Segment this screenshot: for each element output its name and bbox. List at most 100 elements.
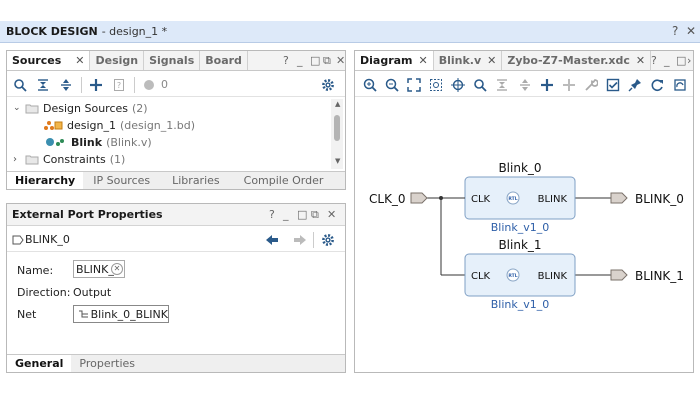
- float-icon[interactable]: ⧉: [323, 54, 331, 67]
- diagram-tab-row: Diagram ✕ Blink.v ✕ Zybo-Z7-Master.xdc ✕…: [355, 51, 693, 71]
- net-label: Net: [17, 308, 37, 321]
- scrollbar-thumb[interactable]: [334, 115, 340, 141]
- help-icon[interactable]: ?: [269, 208, 275, 221]
- tree-scrollbar[interactable]: ▲ ▼: [331, 99, 343, 169]
- input-port[interactable]: [410, 192, 428, 204]
- zoom-out-icon[interactable]: [383, 76, 400, 94]
- gear-icon[interactable]: [319, 76, 337, 94]
- expand-all-icon[interactable]: [57, 76, 75, 94]
- status-dot-icon: [140, 76, 158, 94]
- close-panel-icon[interactable]: ✕: [336, 54, 346, 67]
- minimize-icon[interactable]: _: [297, 54, 303, 67]
- zoom-in-icon[interactable]: [361, 76, 378, 94]
- block-type-name: Blink_v1_0: [491, 221, 550, 234]
- tree-item-constraints[interactable]: › Constraints (1): [13, 151, 125, 166]
- port-header-row: BLINK_0: [7, 228, 345, 252]
- name-label: Name:: [17, 264, 54, 277]
- properties-icon[interactable]: ?: [110, 76, 128, 94]
- help-icon[interactable]: ?: [651, 54, 657, 67]
- wrench-icon[interactable]: [582, 76, 599, 94]
- tab-signals-label: Signals: [149, 54, 195, 67]
- validate-design-icon[interactable]: [605, 76, 622, 94]
- tab-diagram-label: Diagram: [360, 54, 413, 67]
- add-ip-icon[interactable]: [538, 76, 555, 94]
- close-panel-icon[interactable]: ✕: [327, 208, 337, 221]
- gear-icon[interactable]: [321, 233, 335, 247]
- add-sources-icon[interactable]: [87, 76, 105, 94]
- name-field[interactable]: BLINK_0 ✕: [73, 260, 125, 278]
- close-icon[interactable]: ✕: [686, 24, 697, 38]
- tree-item-blink[interactable]: Blink (Blink.v): [45, 134, 152, 150]
- output-port-icon: [12, 235, 24, 245]
- minimize-icon[interactable]: _: [664, 54, 670, 67]
- tab-board-label: Board: [205, 54, 242, 67]
- expand-all-icon[interactable]: [516, 76, 533, 94]
- sources-panel: Sources ✕ Design Signals Board ? _ □ ⧉ ✕…: [6, 50, 346, 190]
- maximize-icon[interactable]: □: [297, 208, 308, 221]
- tab-hierarchy[interactable]: Hierarchy: [7, 172, 84, 189]
- forward-arrow-icon[interactable]: [293, 234, 307, 246]
- tab-design[interactable]: Design: [90, 51, 145, 70]
- tab-zybo-xdc[interactable]: Zybo-Z7-Master.xdc ✕: [502, 51, 652, 70]
- minimize-icon[interactable]: _: [283, 208, 289, 221]
- net-value: Blink_0_BLINK: [90, 307, 168, 321]
- search-icon[interactable]: [472, 76, 489, 94]
- crosshair-icon[interactable]: [450, 76, 467, 94]
- net-link[interactable]: Blink_0_BLINK: [73, 305, 169, 323]
- help-icon[interactable]: ?: [672, 24, 679, 38]
- output-port[interactable]: [610, 192, 628, 204]
- tree-item-design-sources[interactable]: ⌄ Design Sources (2): [13, 100, 148, 116]
- rtl-logo-text: RTL: [508, 196, 517, 202]
- block-diagram-canvas[interactable]: CLK_0 Blink_0 CLK BLINK RTL Blink_v1_0 B…: [355, 97, 693, 372]
- close-tab-icon[interactable]: ✕: [487, 54, 497, 67]
- output-port[interactable]: [610, 269, 628, 281]
- more-tabs-icon[interactable]: ›: [687, 54, 692, 67]
- add-module-icon[interactable]: [560, 76, 577, 94]
- zoom-area-icon[interactable]: [427, 76, 444, 94]
- tab-signals[interactable]: Signals: [144, 51, 201, 70]
- tab-libraries[interactable]: Libraries: [172, 174, 220, 187]
- regenerate-layout-icon[interactable]: [671, 76, 688, 94]
- help-icon[interactable]: ?: [283, 54, 289, 67]
- scroll-up-icon[interactable]: ▲: [335, 100, 341, 108]
- scroll-down-icon[interactable]: ▼: [335, 157, 341, 165]
- tab-compile-order[interactable]: Compile Order: [243, 174, 324, 187]
- tab-ip-sources[interactable]: IP Sources: [93, 174, 151, 187]
- maximize-icon[interactable]: □: [676, 54, 687, 67]
- blink-1-block[interactable]: [464, 253, 576, 297]
- tab-board[interactable]: Board: [200, 51, 248, 70]
- toolbar-separator: [313, 232, 314, 248]
- search-icon[interactable]: [11, 76, 29, 94]
- properties-header: External Port Properties ? _ □ ⧉ ✕: [7, 204, 345, 226]
- tab-design-label: Design: [95, 54, 139, 67]
- verilog-module-icon: [46, 138, 64, 146]
- zoom-fit-icon[interactable]: [405, 76, 422, 94]
- tree-item-label: Constraints: [43, 152, 106, 166]
- tab-diagram[interactable]: Diagram ✕: [355, 51, 434, 70]
- close-tab-icon[interactable]: ✕: [635, 54, 646, 67]
- back-arrow-icon[interactable]: [265, 234, 279, 246]
- float-icon[interactable]: ⧉: [311, 208, 319, 221]
- tree-item-detail: (Blink.v): [106, 135, 152, 149]
- maximize-icon[interactable]: □: [310, 54, 321, 67]
- sources-tree: ⌄ Design Sources (2) design_1 (design_1.…: [7, 99, 331, 166]
- collapse-all-icon[interactable]: [34, 76, 52, 94]
- rtl-logo-icon: [506, 191, 520, 205]
- tab-properties[interactable]: Properties: [79, 357, 135, 370]
- close-tab-icon[interactable]: ✕: [418, 54, 428, 67]
- tree-item-design-1[interactable]: design_1 (design_1.bd): [43, 117, 195, 133]
- refresh-icon[interactable]: [649, 76, 666, 94]
- direction-value: Output: [73, 286, 112, 299]
- pin-icon[interactable]: [627, 76, 644, 94]
- collapse-all-icon[interactable]: [494, 76, 511, 94]
- tab-blink-v[interactable]: Blink.v ✕: [434, 51, 503, 70]
- tree-item-label: Blink: [71, 135, 103, 149]
- chevron-down-icon[interactable]: ⌄: [13, 103, 21, 113]
- chevron-right-icon[interactable]: ›: [13, 153, 17, 165]
- clk-pin-label: CLK: [471, 194, 491, 205]
- tab-sources[interactable]: Sources ✕: [7, 51, 91, 70]
- tab-general[interactable]: General: [7, 355, 72, 372]
- net-junction: [439, 196, 443, 200]
- clear-field-icon[interactable]: ✕: [111, 263, 123, 275]
- close-tab-icon[interactable]: ✕: [75, 54, 85, 67]
